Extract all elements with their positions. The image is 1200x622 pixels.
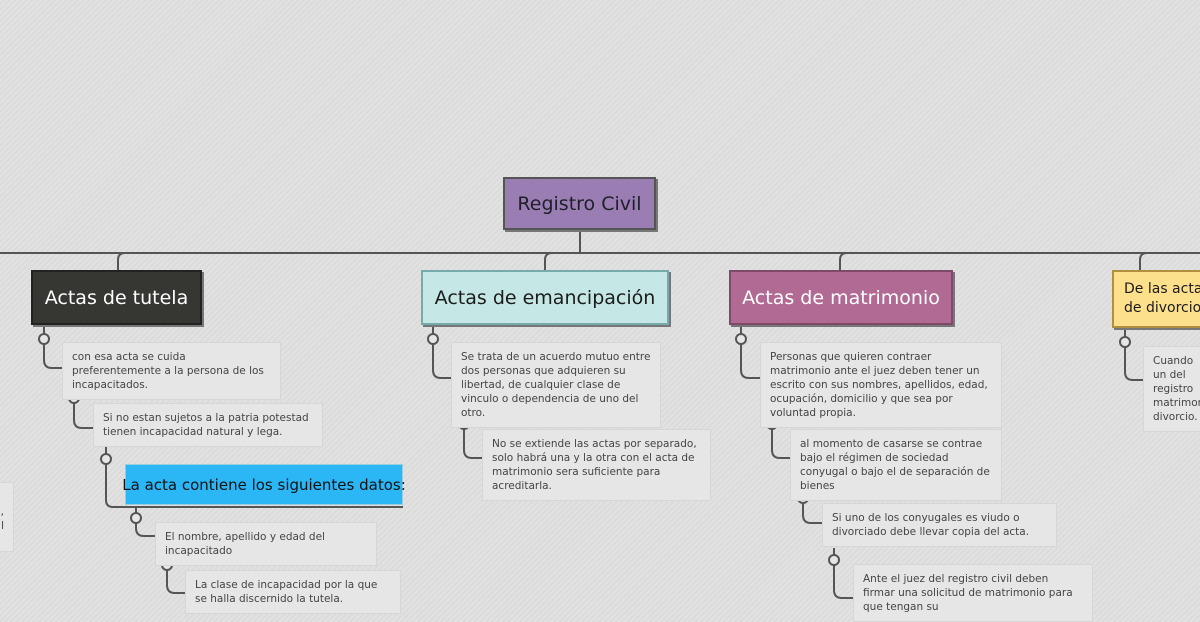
topic-label: De las actas de divorcio: [1124, 281, 1200, 316]
note-emancipacion-1[interactable]: Se trata de un acuerdo mutuo entre dos p…: [451, 342, 661, 428]
note-matrimonio-3[interactable]: Si uno de los conyugales es viudo o divo…: [822, 503, 1057, 547]
topic-label: Actas de emancipación: [434, 286, 656, 309]
topic-label: Actas de tutela: [44, 286, 189, 309]
note-matrimonio-2[interactable]: al momento de casarse se contrae bajo el…: [790, 429, 1002, 501]
note-datos-2[interactable]: La clase de incapacidad por la que se ha…: [185, 570, 401, 614]
topic-label: Actas de matrimonio: [742, 286, 940, 309]
offscreen-note[interactable]: a, l: [0, 482, 14, 552]
subtopic-label: La acta contiene los siguientes datos:: [122, 475, 406, 494]
subtopic-datos-del-acta[interactable]: La acta contiene los siguientes datos:: [122, 464, 406, 505]
root-topic-label: Registro Civil: [517, 192, 642, 215]
note-matrimonio-4[interactable]: Ante el juez del registro civil deben fi…: [853, 564, 1093, 622]
root-topic[interactable]: Registro Civil: [503, 177, 656, 230]
note-datos-1[interactable]: El nombre, apellido y edad del incapacit…: [155, 522, 377, 566]
note-matrimonio-1[interactable]: Personas que quieren contraer matrimonio…: [760, 342, 1002, 428]
topic-actas-de-divorcio[interactable]: De las actas de divorcio: [1112, 270, 1200, 328]
note-tutela-2[interactable]: Si no estan sujetos a la patria potestad…: [93, 403, 323, 447]
topic-actas-de-matrimonio[interactable]: Actas de matrimonio: [729, 270, 953, 325]
note-tutela-1[interactable]: con esa acta se cuida preferentemente a …: [62, 342, 281, 400]
topic-actas-de-emancipacion[interactable]: Actas de emancipación: [421, 270, 669, 325]
note-divorcio-1[interactable]: Cuando un del registro matrimonio divorc…: [1143, 346, 1200, 432]
topic-actas-de-tutela[interactable]: Actas de tutela: [31, 270, 202, 325]
note-emancipacion-2[interactable]: No se extiende las actas por separado, s…: [482, 429, 711, 501]
